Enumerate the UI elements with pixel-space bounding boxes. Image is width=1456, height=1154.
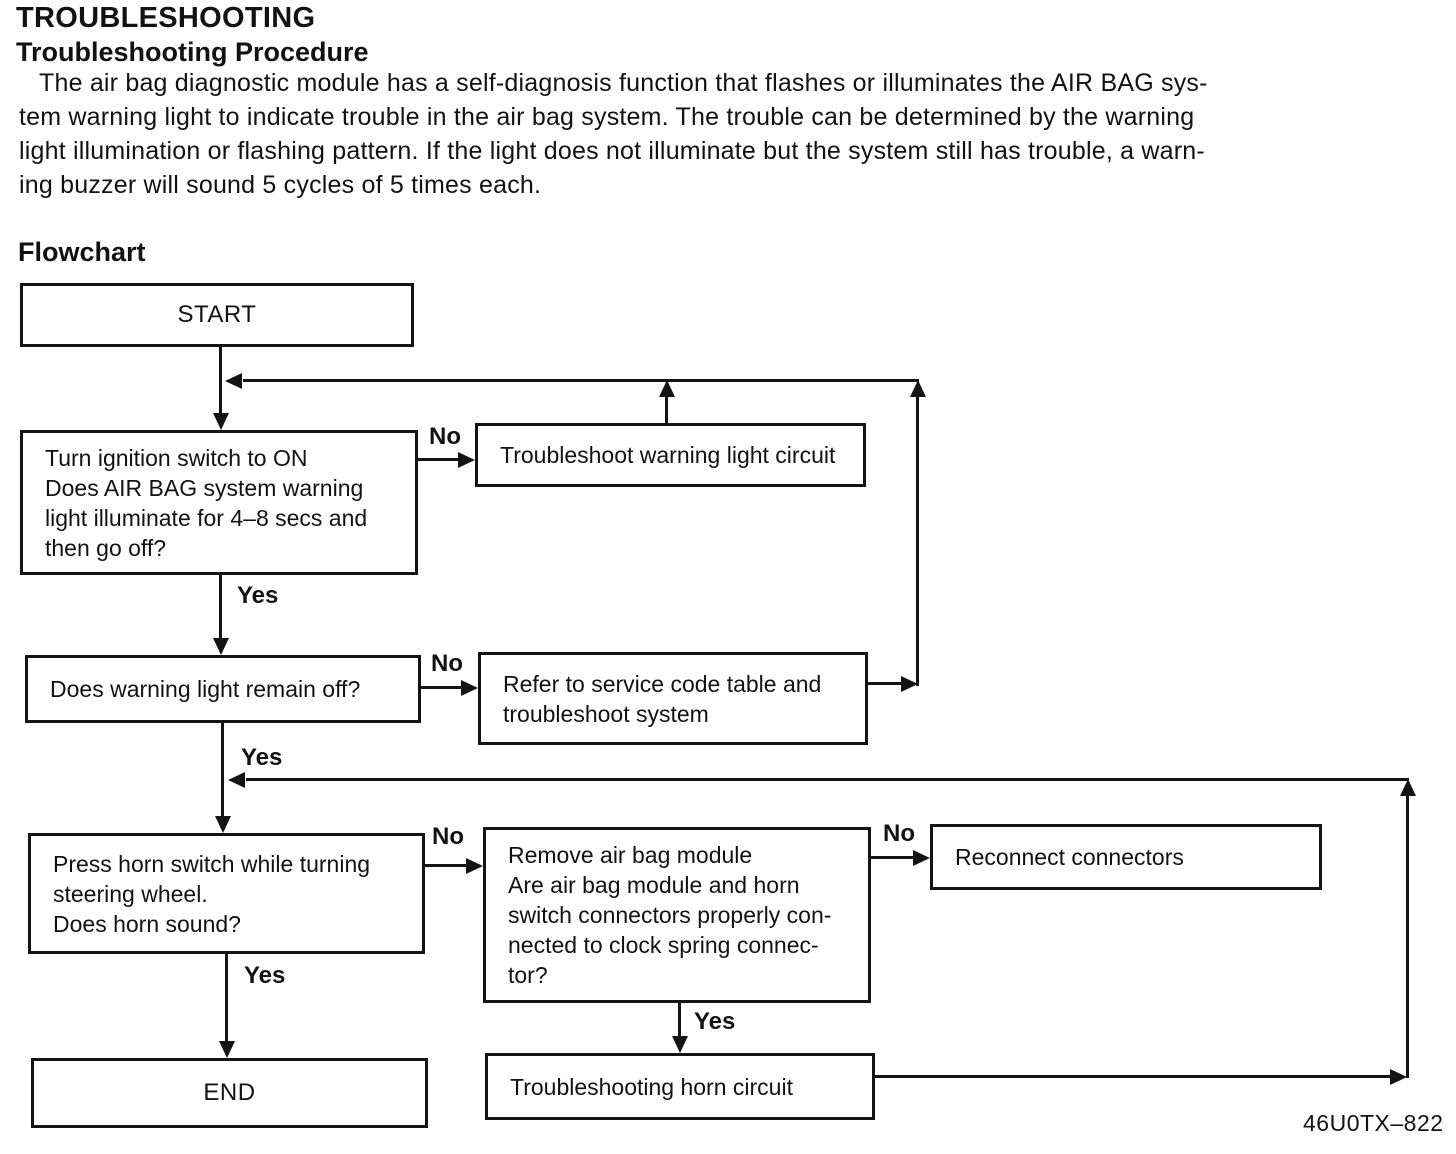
node-end: END bbox=[31, 1058, 428, 1128]
flow-line bbox=[665, 396, 668, 423]
arrowhead-up bbox=[659, 380, 675, 397]
arrowhead-up bbox=[910, 380, 926, 397]
flow-line bbox=[246, 778, 1409, 781]
branch-label-no-connectors: No bbox=[883, 820, 915, 847]
flow-line bbox=[916, 396, 919, 686]
node-refer-service-code: Refer to service code table and troubles… bbox=[478, 652, 868, 745]
page-title: TROUBLESHOOTING bbox=[16, 2, 316, 34]
arrowhead-down bbox=[672, 1036, 688, 1053]
flow-line bbox=[678, 1003, 681, 1039]
flow-line bbox=[868, 682, 904, 685]
flow-line bbox=[425, 864, 468, 867]
node-check-horn: Press horn switch while turning steering… bbox=[28, 833, 425, 954]
arrowhead-up bbox=[1400, 779, 1416, 796]
node-check-warning-light: Turn ignition switch to ON Does AIR BAG … bbox=[20, 430, 418, 575]
flow-line bbox=[875, 1075, 1392, 1078]
arrowhead-left bbox=[228, 772, 245, 788]
flow-line bbox=[221, 723, 224, 819]
flow-line bbox=[225, 954, 228, 1043]
branch-label-no-horn: No bbox=[432, 823, 464, 850]
arrowhead-left bbox=[225, 373, 242, 389]
branch-label-yes-connectors: Yes bbox=[694, 1008, 736, 1035]
node-troubleshoot-warning-light: Troubleshoot warning light circuit bbox=[475, 423, 866, 487]
branch-label-yes-warning-light: Yes bbox=[237, 582, 279, 609]
flow-line bbox=[243, 379, 919, 382]
node-start: START bbox=[20, 283, 414, 347]
arrowhead-down bbox=[213, 638, 229, 655]
arrowhead-right bbox=[461, 680, 478, 696]
arrowhead-right bbox=[913, 850, 930, 866]
node-troubleshoot-horn: Troubleshooting horn circuit bbox=[485, 1053, 875, 1120]
figure-code: 46U0TX–822 bbox=[1303, 1110, 1444, 1136]
arrowhead-right bbox=[458, 452, 475, 468]
flow-line bbox=[421, 686, 463, 689]
flow-line bbox=[1406, 795, 1409, 1078]
flow-line bbox=[871, 856, 915, 859]
arrowhead-down bbox=[213, 413, 229, 430]
flow-line bbox=[219, 575, 222, 641]
node-light-remains-off: Does warning light remain off? bbox=[25, 655, 421, 723]
arrowhead-right bbox=[466, 858, 483, 874]
intro-paragraph: The air bag diagnostic module has a self… bbox=[19, 69, 1208, 199]
flowchart-heading: Flowchart bbox=[18, 237, 146, 267]
branch-label-no-warning-light: No bbox=[429, 423, 461, 450]
arrowhead-down bbox=[219, 1041, 235, 1058]
node-reconnect-connectors: Reconnect connectors bbox=[930, 824, 1322, 890]
branch-label-yes-remains-off: Yes bbox=[241, 744, 283, 771]
flow-line bbox=[418, 458, 460, 461]
branch-label-yes-horn: Yes bbox=[244, 962, 286, 989]
arrowhead-right bbox=[901, 676, 918, 692]
arrowhead-right bbox=[1390, 1069, 1407, 1085]
arrowhead-down bbox=[215, 816, 231, 833]
section-subtitle: Troubleshooting Procedure bbox=[16, 37, 369, 67]
branch-label-no-remains-off: No bbox=[431, 650, 463, 677]
node-check-connectors: Remove air bag module Are air bag module… bbox=[483, 827, 871, 1003]
flow-line bbox=[219, 347, 222, 414]
